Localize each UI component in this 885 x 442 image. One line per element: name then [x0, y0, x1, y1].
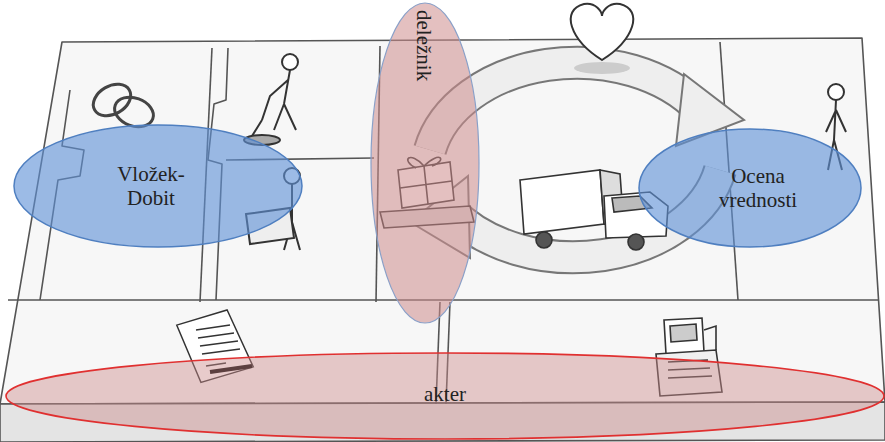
pink-ellipse: deležnik	[370, 2, 480, 324]
ellipse-shape	[14, 125, 302, 247]
blue-ellipse: Vložek- Dobit	[13, 124, 303, 248]
node-label: deležnik	[412, 10, 436, 81]
worker-figure	[244, 54, 298, 145]
blue-ellipse: Ocena vrednosti	[638, 128, 862, 248]
red-outline-ellipse: akter	[5, 352, 885, 440]
ellipse-shape	[6, 353, 884, 439]
node-label: Vložek- Dobit	[103, 162, 199, 210]
node-label: Ocena vrednosti	[698, 164, 818, 212]
heart-icon	[571, 4, 634, 74]
ellipse-shape	[371, 3, 479, 323]
chain-icon	[88, 78, 158, 132]
ellipse-shape	[639, 129, 861, 247]
node-label: akter	[385, 382, 505, 406]
